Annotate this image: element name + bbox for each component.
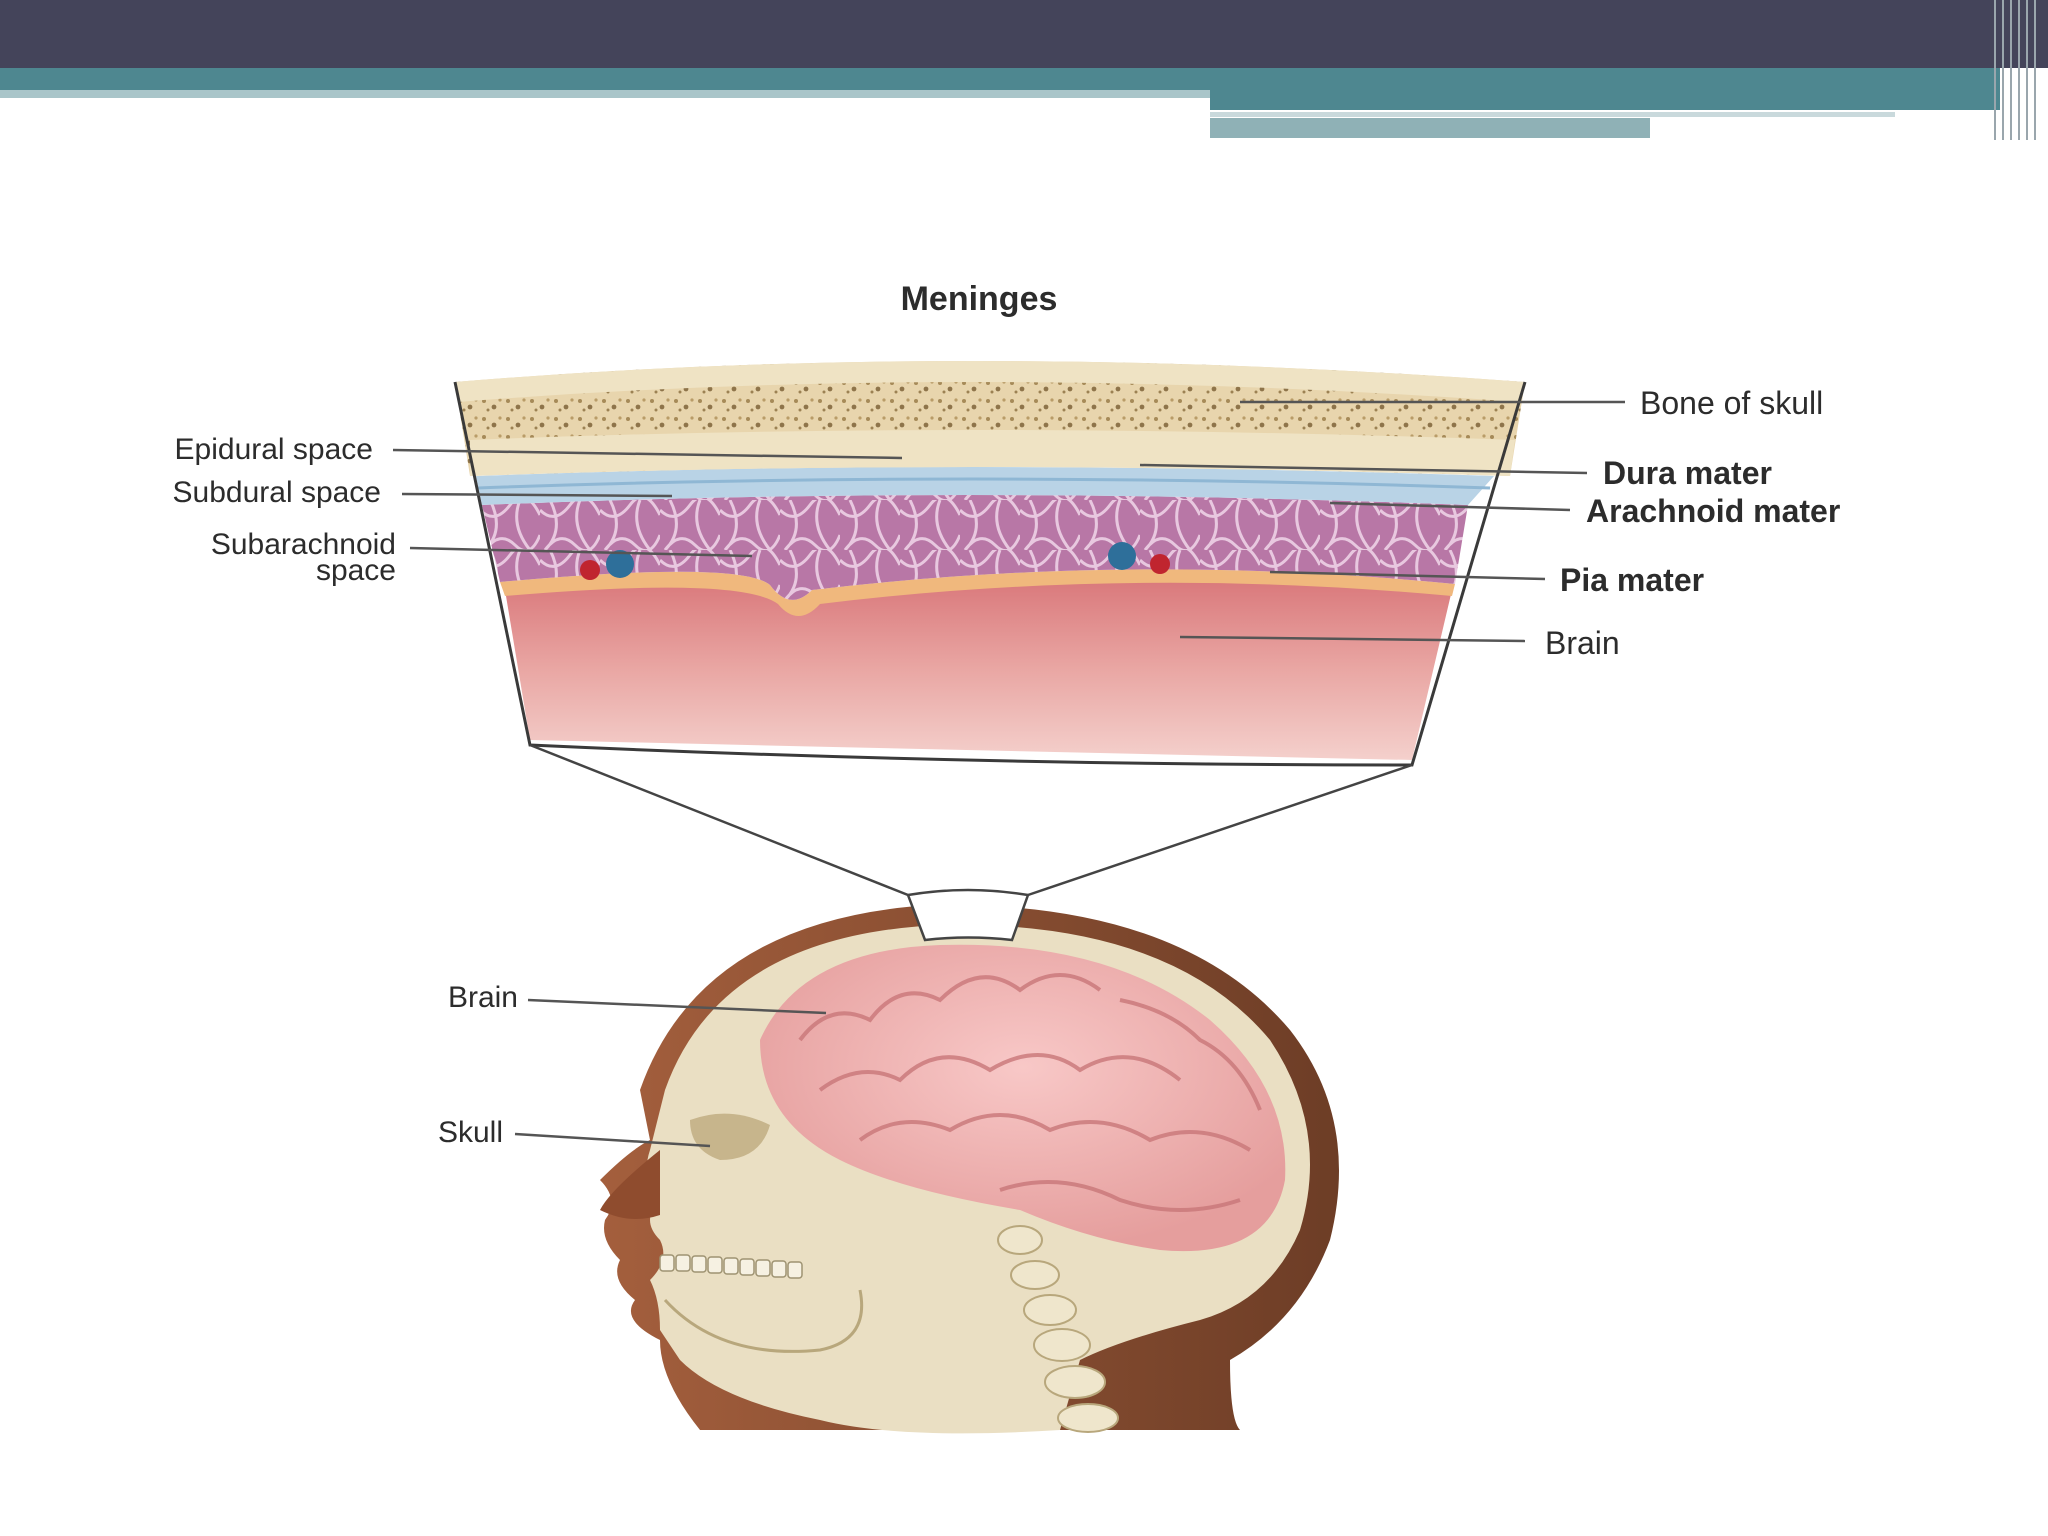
- label-brain-section: Brain: [1545, 625, 1620, 661]
- teeth: [659, 1254, 803, 1279]
- artery-left: [580, 560, 600, 580]
- leader-lines: [392, 400, 1625, 1148]
- pia-mater-layer: [500, 569, 1455, 616]
- brain-tissue-layer: [505, 577, 1452, 760]
- slide-header-bar: [0, 0, 2048, 68]
- arachnoid-mater-layer: [482, 495, 1468, 600]
- slide-header-stripe-light: [0, 90, 1210, 98]
- label-brain-head: Brain: [448, 981, 518, 1014]
- brain-cortex: [760, 944, 1286, 1252]
- slide-edge-lines: [1988, 0, 2048, 140]
- vein-left: [606, 550, 634, 578]
- head-illustration: [600, 888, 1339, 1434]
- diagram-title: Meninges: [901, 280, 1058, 318]
- meninges-cross-section: [453, 361, 1527, 767]
- label-subdural-space: Subdural space: [173, 476, 381, 509]
- slide-header-accent-light: [1210, 118, 1650, 138]
- nose: [600, 1150, 660, 1219]
- section-window: [906, 888, 1030, 942]
- cervical-spine: [997, 1225, 1119, 1433]
- vein-right: [1108, 542, 1136, 570]
- artery-right: [1150, 554, 1170, 574]
- slide-header-stripe: [0, 68, 2000, 90]
- dura-mater-layer: [476, 467, 1494, 505]
- zoom-line-left: [529, 743, 909, 897]
- zoom-line-right: [1027, 763, 1413, 897]
- label-skull-head: Skull: [438, 1116, 503, 1149]
- label-subarachnoid-space-line2: space: [316, 554, 396, 587]
- label-pia-mater: Pia mater: [1560, 562, 1704, 598]
- label-dura-mater: Dura mater: [1603, 455, 1772, 491]
- slide-header-accent-line: [1210, 112, 1895, 117]
- label-epidural-space: Epidural space: [175, 433, 373, 466]
- label-bone-of-skull: Bone of skull: [1640, 385, 1823, 421]
- label-arachnoid-mater: Arachnoid mater: [1586, 493, 1840, 529]
- slide-header-accent: [1210, 90, 2000, 110]
- label-subarachnoid-space-line1: Subarachnoid: [211, 528, 396, 561]
